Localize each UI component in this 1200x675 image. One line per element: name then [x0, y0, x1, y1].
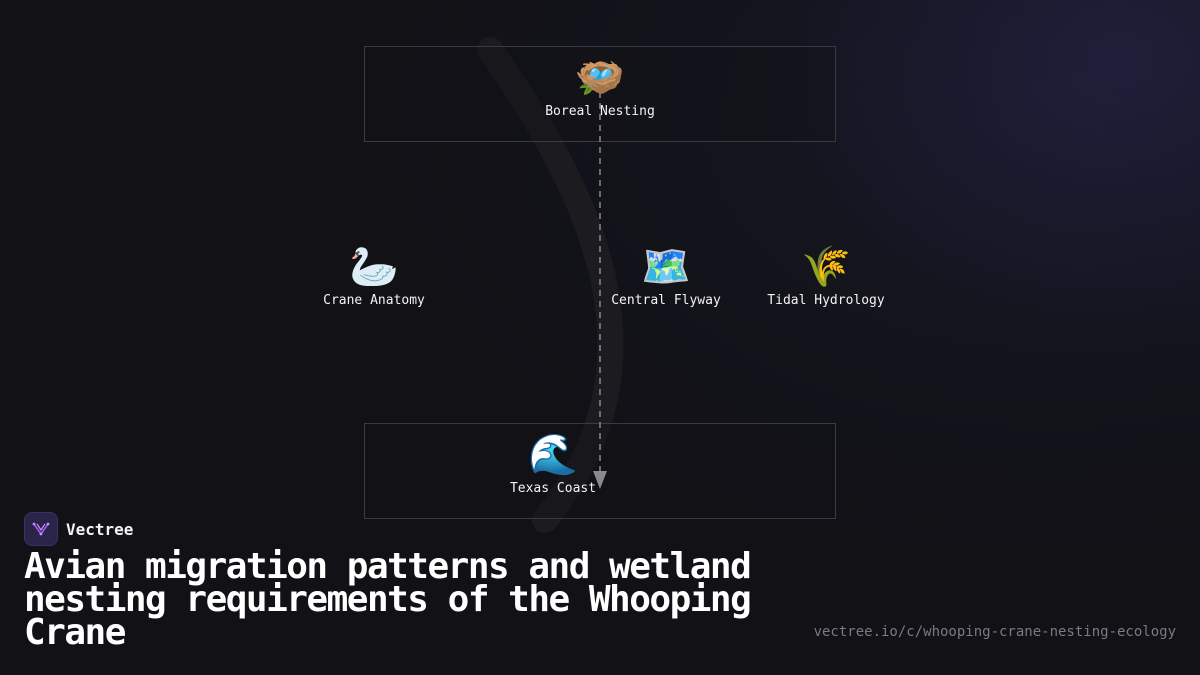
rice-sheaf-icon: 🌾	[801, 244, 851, 290]
node-label: Texas Coast	[509, 481, 597, 496]
node-label: Central Flyway	[611, 293, 721, 308]
node-crane-anatomy: 🦢 Crane Anatomy	[323, 243, 425, 308]
edge-arrowhead	[593, 471, 607, 489]
node-boreal-nesting: 🪺 Boreal Nesting	[545, 54, 655, 119]
node-texas-coast: 🌊 Texas Coast	[510, 431, 596, 496]
swan-icon: 🦢	[349, 244, 399, 290]
brand-name: Vectree	[66, 519, 134, 539]
vectree-logo-icon	[24, 512, 58, 546]
node-central-flyway: 🗺️ Central Flyway	[611, 243, 721, 308]
brand: Vectree	[24, 512, 133, 546]
wave-icon: 🌊	[528, 432, 578, 478]
page-url[interactable]: vectree.io/c/whooping-crane-nesting-ecol…	[813, 624, 1176, 640]
nest-icon: 🪺	[575, 55, 625, 101]
map-icon: 🗺️	[641, 244, 691, 290]
page-title: Avian migration patterns and wetland nes…	[24, 546, 752, 653]
node-label: Crane Anatomy	[323, 293, 425, 308]
node-label: Boreal Nesting	[545, 104, 655, 119]
node-label: Tidal Hydrology	[767, 293, 885, 308]
node-tidal-hydrology: 🌾 Tidal Hydrology	[767, 243, 884, 308]
